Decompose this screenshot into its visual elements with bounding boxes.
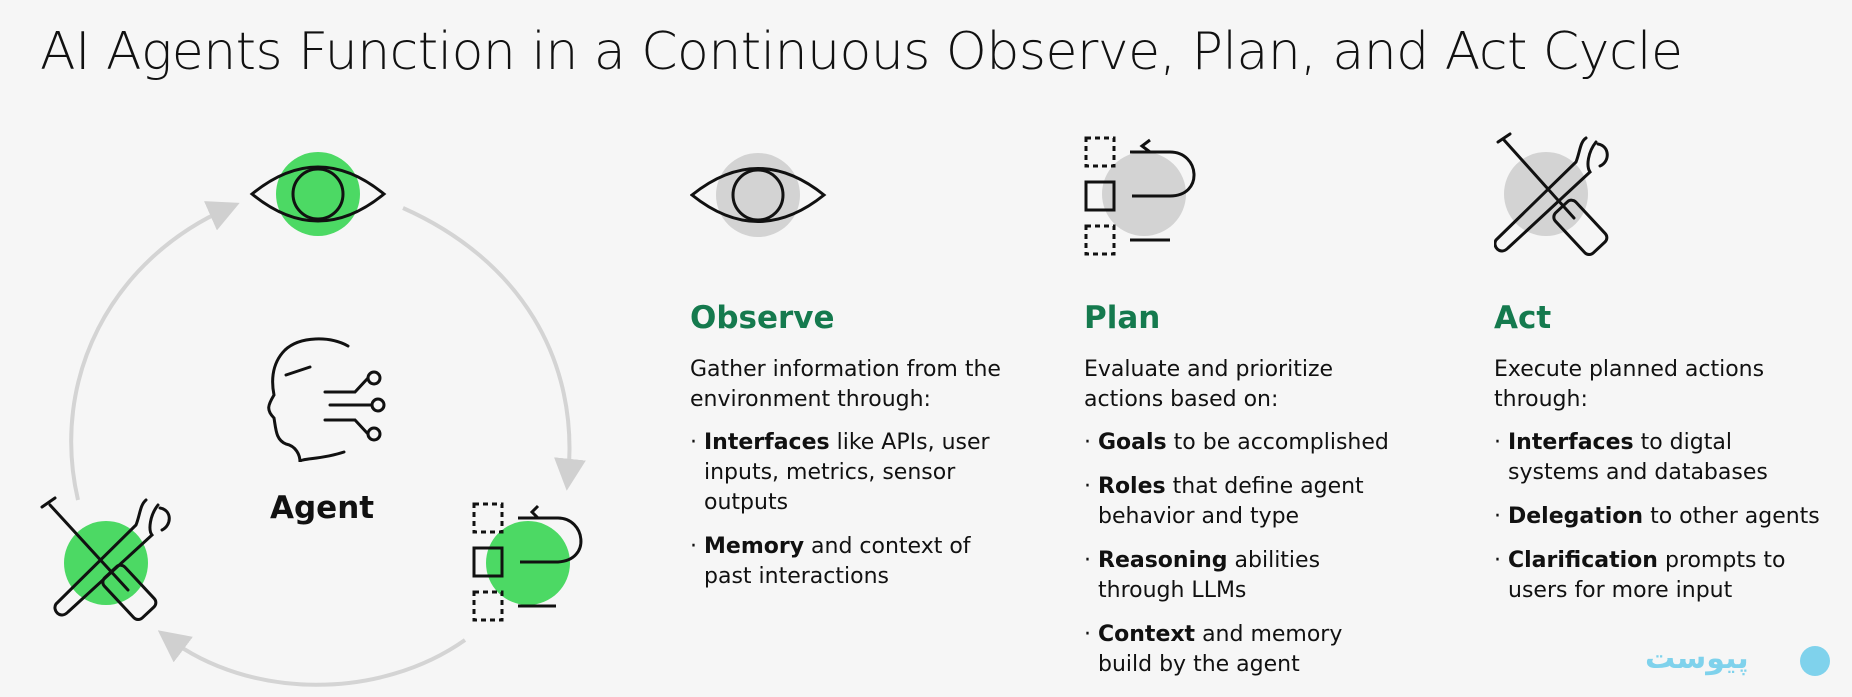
list-item: ·Roles that define agent behavior and ty… (1084, 474, 1364, 529)
list-item: ·Goals to be accomplished (1084, 430, 1389, 455)
tools-icon (1494, 132, 1609, 257)
list-item: ·Interfaces to digtal systems and databa… (1494, 430, 1768, 485)
agent-head-icon (267, 337, 386, 463)
cycle-arrow-observe-to-plan (402, 206, 586, 491)
list-item: ·Interfaces like APIs, user inputs, metr… (690, 430, 990, 515)
plan-icon (1084, 136, 1196, 256)
observe-bullets: ·Interfaces like APIs, user inputs, metr… (690, 428, 1010, 606)
logo-mark-icon (1800, 646, 1830, 676)
plan-bullets: ·Goals to be accomplished ·Roles that de… (1084, 428, 1424, 694)
list-item: ·Delegation to other agents (1494, 504, 1820, 529)
watermark-logo: پیوست (1645, 641, 1749, 676)
list-item: ·Memory and context of past interactions (690, 534, 971, 589)
act-intro: Execute planned actions through: (1494, 357, 1765, 412)
observe-intro: Gather information from the environment … (690, 357, 1001, 412)
cycle-plan-icon (472, 502, 583, 622)
cycle-tools-icon (40, 496, 171, 622)
cycle-arrow-act-to-observe (69, 201, 240, 501)
list-item: ·Reasoning abilities through LLMs (1084, 548, 1321, 603)
agent-label: Agent (270, 490, 375, 526)
plan-heading: Plan (1084, 300, 1161, 336)
list-item: ·Context and memory build by the agent (1084, 622, 1343, 677)
act-heading: Act (1494, 300, 1552, 336)
plan-intro: Evaluate and prioritize actions based on… (1084, 357, 1334, 412)
cycle-eye-icon (249, 152, 387, 236)
list-item: ·Clarification prompts to users for more… (1494, 548, 1786, 603)
observe-heading: Observe (690, 300, 835, 336)
cycle-arrow-plan-to-act (157, 630, 467, 687)
eye-icon (690, 153, 827, 237)
cycle-diagram (40, 152, 586, 687)
page-title: AI Agents Function in a Continuous Obser… (40, 22, 1683, 82)
act-bullets: ·Interfaces to digtal systems and databa… (1494, 428, 1844, 620)
